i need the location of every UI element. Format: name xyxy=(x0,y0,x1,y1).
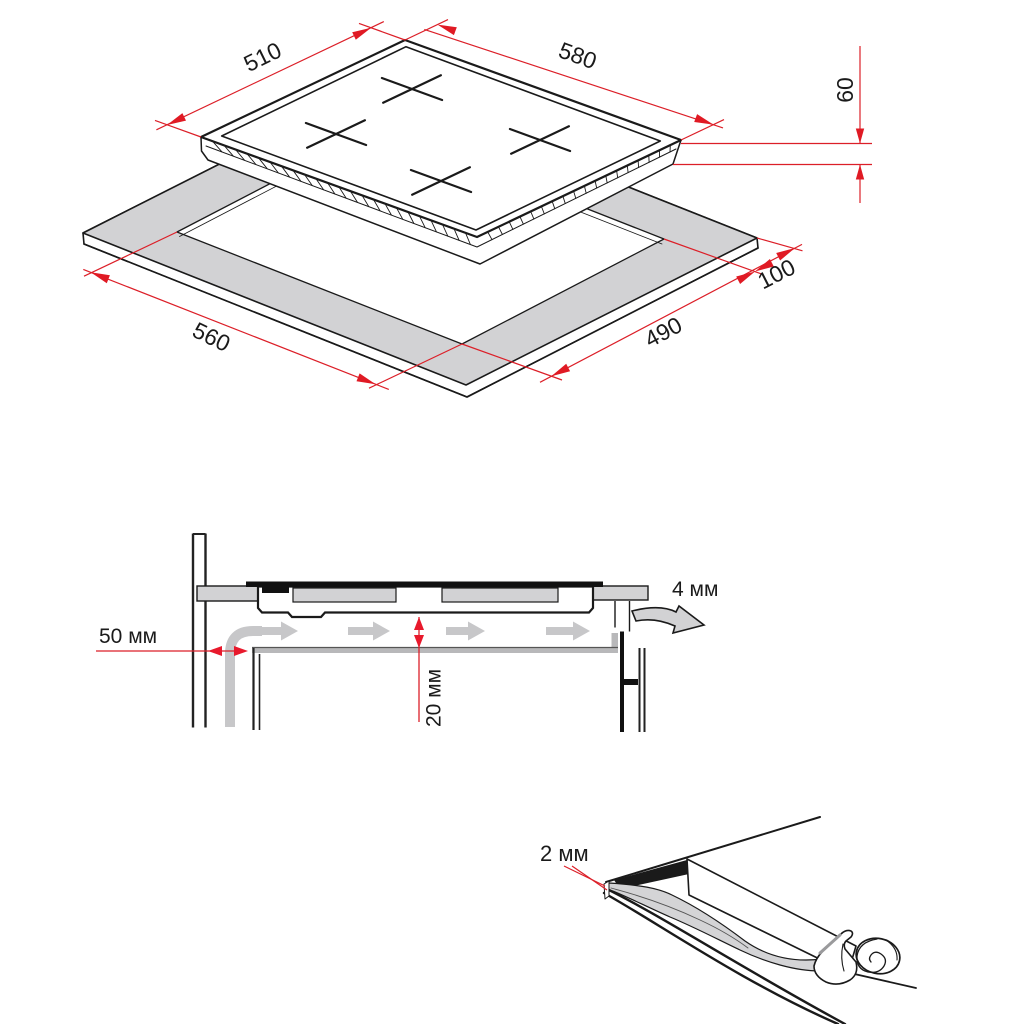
svg-text:60: 60 xyxy=(832,77,858,103)
svg-text:2 мм: 2 мм xyxy=(540,841,589,866)
svg-text:50 мм: 50 мм xyxy=(99,625,157,648)
svg-text:20 мм: 20 мм xyxy=(423,669,446,727)
svg-text:4 мм: 4 мм xyxy=(672,578,718,601)
